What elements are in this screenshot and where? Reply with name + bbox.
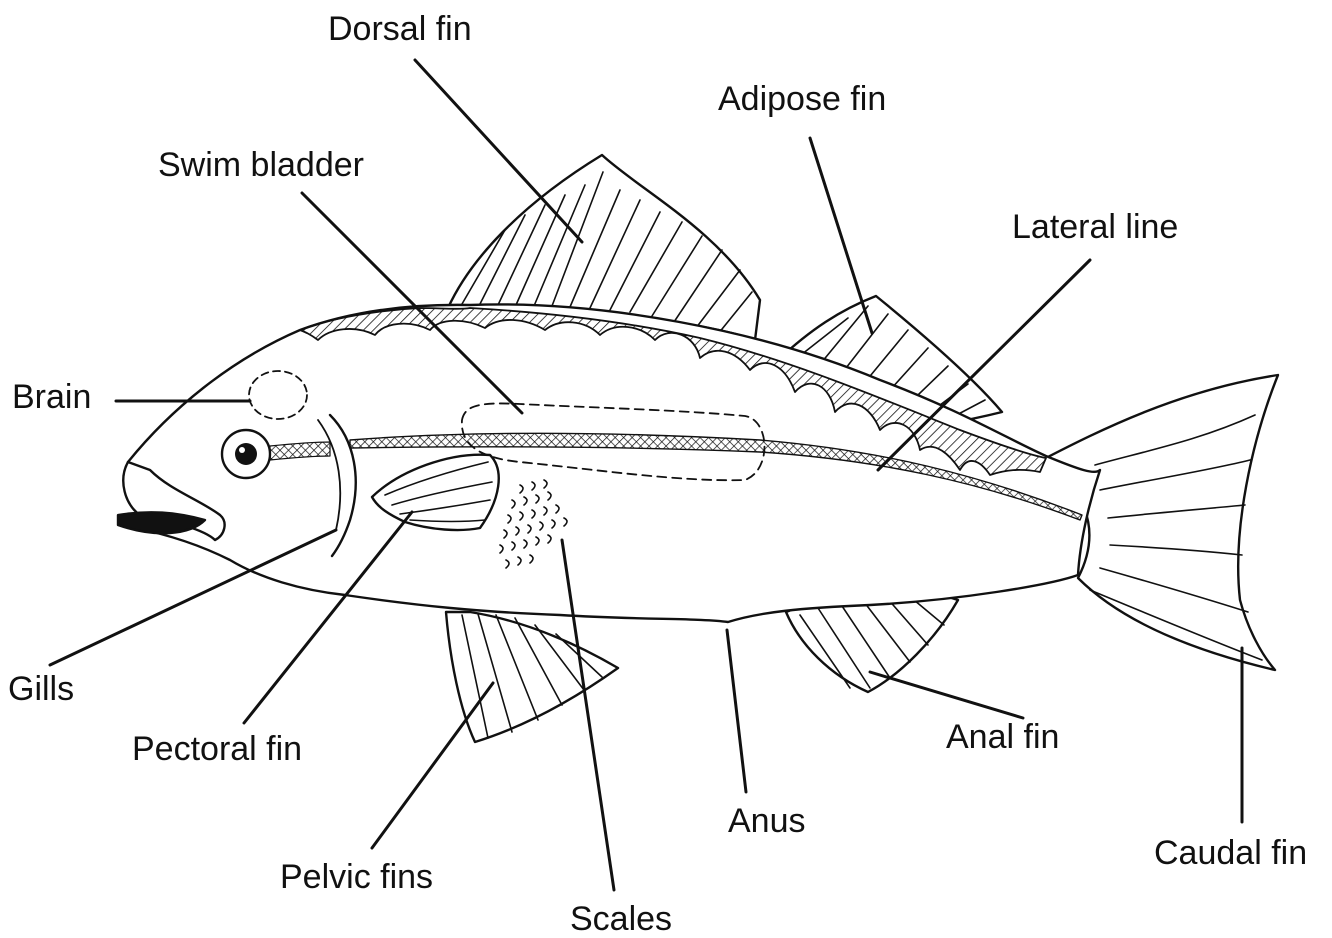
label-gills: Gills [8,672,74,706]
pelvic-fins-leader [372,683,493,848]
label-pectoral-fin: Pectoral fin [132,732,302,766]
adipose-fin-leader [810,138,872,333]
gills-leader [50,530,336,665]
anus-leader [727,630,746,792]
label-anus: Anus [728,804,806,838]
label-pelvic-fins: Pelvic fins [280,860,433,894]
label-swim-bladder: Swim bladder [158,148,364,182]
label-lateral-line: Lateral line [1012,210,1178,244]
label-scales: Scales [570,902,672,936]
label-caudal-fin: Caudal fin [1154,836,1307,870]
dorsal-fin-leader [415,60,582,242]
label-anal-fin: Anal fin [946,720,1059,754]
label-dorsal-fin: Dorsal fin [328,12,472,46]
label-adipose-fin: Adipose fin [718,82,886,116]
pelvic-fins-shape [446,612,618,742]
anal-fin-leader [870,672,1023,718]
label-brain: Brain [12,380,91,414]
